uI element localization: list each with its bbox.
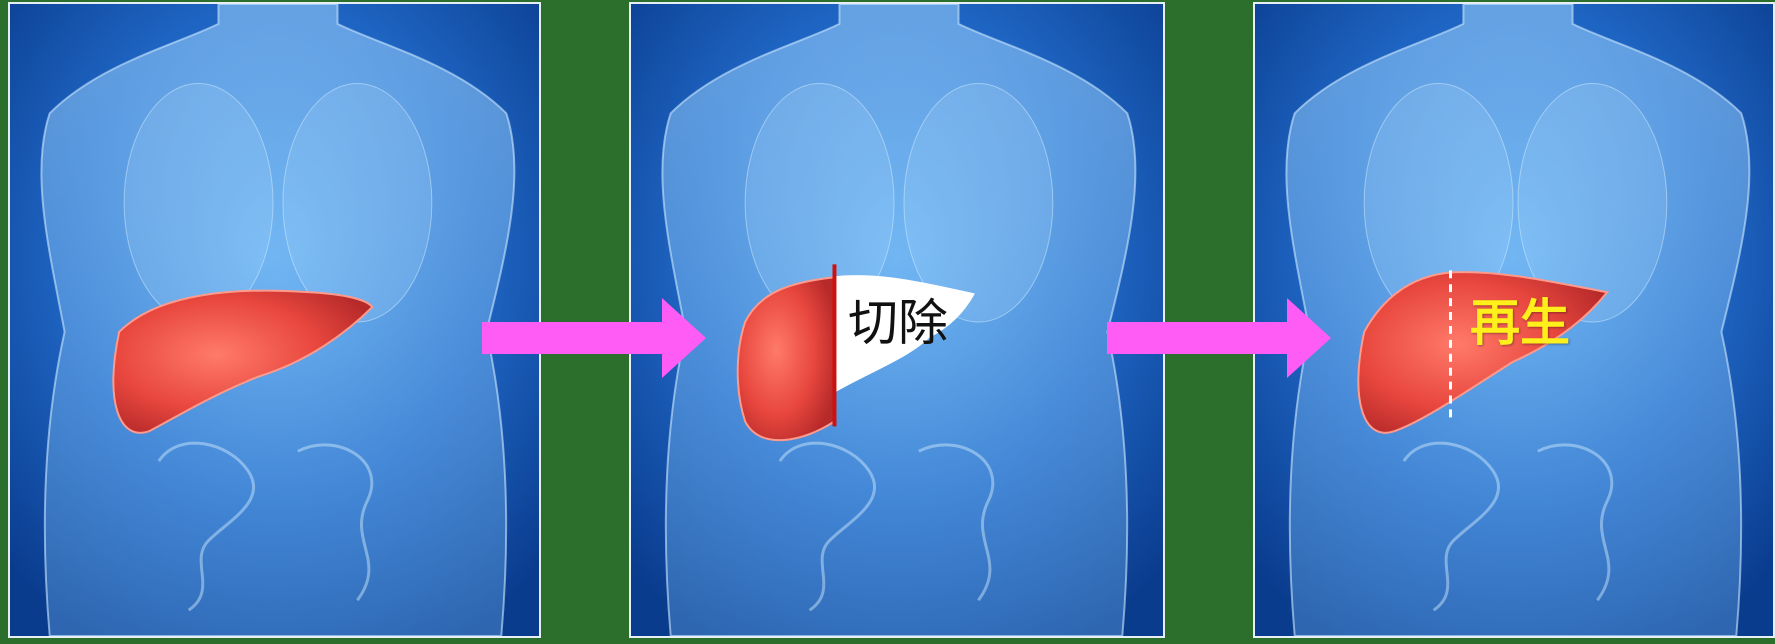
panel-normal-liver	[8, 2, 541, 638]
resection-label: 切除	[848, 298, 948, 348]
torso-illustration	[10, 4, 539, 636]
right-arrow-icon	[482, 298, 706, 378]
regeneration-label: 再生	[1470, 298, 1570, 348]
right-arrow-icon	[1107, 298, 1331, 378]
